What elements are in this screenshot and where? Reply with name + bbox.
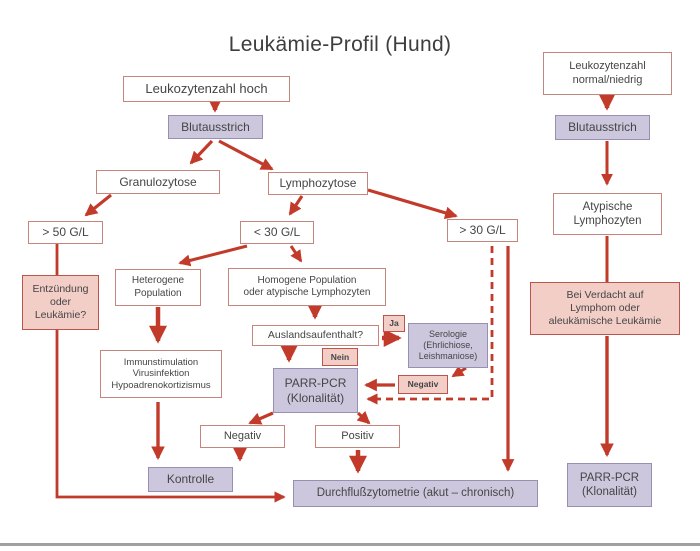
connector-lymphozytose-g30 [367, 188, 458, 220]
connector-l30-homogene [289, 245, 303, 263]
node-immunstimulation: Immunstimulation Virusinfektion Hypoadre… [100, 350, 222, 398]
node-heterogene-population: Heterogene Population [115, 269, 201, 306]
node-leukozytenzahl-normal: Leukozytenzahl normal/niedrig [543, 52, 672, 95]
connector-l30-heterogene [178, 244, 248, 267]
connector-granulozytose-g50 [84, 193, 112, 217]
node-homogene-population: Homogene Population oder atypische Lymph… [228, 268, 386, 306]
node-durchflusszytometrie: Durchflußzytometrie (akut – chronisch) [293, 480, 538, 507]
node-entzuendung-oder-leukaemie: Entzündung oder Leukämie? [22, 275, 99, 330]
page-title: Leukämie-Profil (Hund) [228, 33, 452, 56]
node-blutausstrich-left: Blutausstrich [168, 115, 263, 139]
connector-serologie-negativ [451, 365, 467, 378]
node-parr-pcr-mid: PARR-PCR (Klonalität) [273, 368, 358, 413]
node-negativ: Negativ [200, 425, 285, 448]
node-greater-50-gl: > 50 G/L [28, 221, 103, 244]
label-nein: Nein [322, 348, 358, 366]
node-parr-pcr-right: PARR-PCR (Klonalität) [567, 463, 652, 507]
connector-parr-negativ [248, 411, 274, 425]
connector-lymphozytose-l30 [288, 195, 304, 216]
node-greater-30-gl: > 30 G/L [447, 219, 518, 242]
node-less-30-gl: < 30 G/L [240, 221, 314, 244]
node-blutausstrich-right: Blutausstrich [555, 115, 650, 140]
node-lymphozytose: Lymphozytose [268, 172, 368, 195]
label-negativ: Negativ [398, 375, 448, 394]
connector-g30-parr-dashed [366, 246, 494, 405]
node-serologie: Serologie (Ehrlichiose, Leishmaniose) [408, 323, 488, 368]
node-positiv: Positiv [315, 425, 400, 448]
label-ja: Ja [383, 315, 405, 332]
node-leukozytenzahl-hoch: Leukozytenzahl hoch [123, 76, 290, 102]
node-auslandsaufenthalt: Auslandsaufenthalt? [252, 325, 379, 346]
connector-blut-granulozytose [189, 139, 214, 165]
node-granulozytose: Granulozytose [96, 170, 220, 194]
connector-parr-positiv [356, 410, 371, 425]
node-atypische-lymphozyten: Atypische Lymphozyten [553, 193, 662, 235]
node-kontrolle: Kontrolle [148, 467, 233, 492]
node-bei-verdacht: Bei Verdacht auf Lymphom oder aleukämisc… [530, 282, 680, 335]
connector-blut-lymphozytose [218, 139, 274, 171]
bottom-divider [0, 543, 700, 546]
